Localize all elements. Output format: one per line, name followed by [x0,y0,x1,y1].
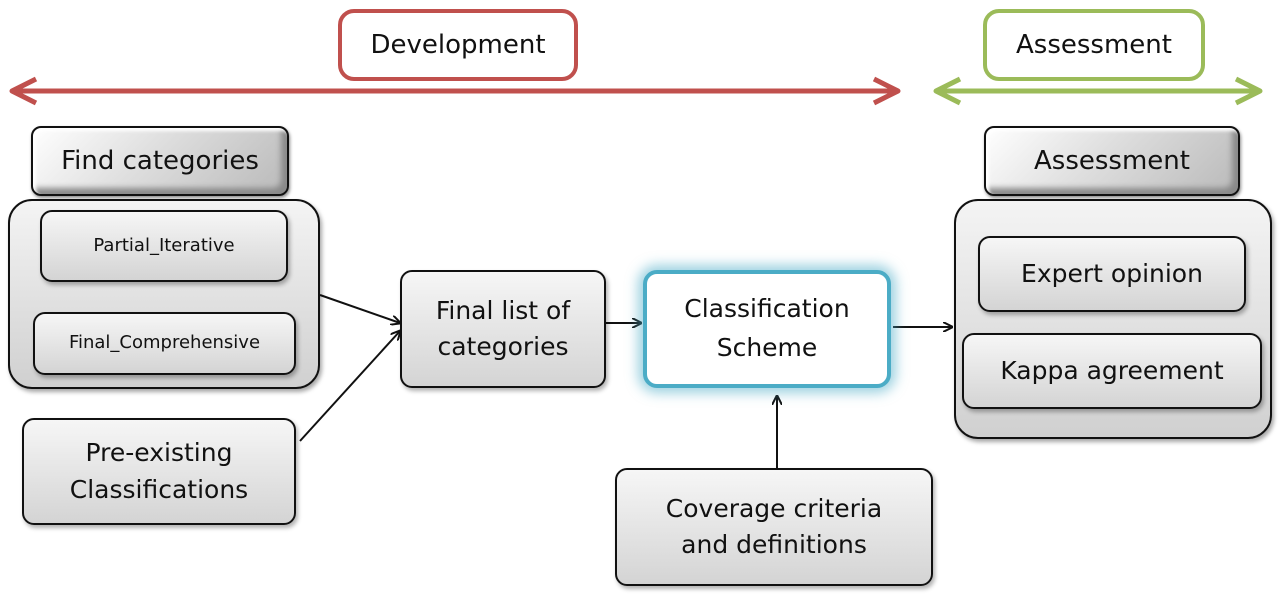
development-phase-label: Development [338,9,578,81]
final-list-box: Final list of categories [400,270,606,388]
expert-opinion-box: Expert opinion [978,236,1246,312]
find-categories-title: Find categories [31,126,289,196]
kappa-agreement-box: Kappa agreement [962,333,1262,409]
development-span-arrow [9,76,901,106]
final-comprehensive-box: Final_Comprehensive [33,312,296,375]
pre-existing-classifications-box: Pre-existing Classifications [22,418,296,525]
assessment-span-arrow [933,76,1263,106]
arrow-find-to-finallist [319,294,400,323]
partial-iterative-box: Partial_Iterative [40,210,288,282]
arrow-preexisting-to-finallist [299,331,400,442]
assessment-phase-label: Assessment [983,9,1205,81]
coverage-criteria-box: Coverage criteria and definitions [615,468,933,586]
assessment-title: Assessment [984,126,1240,196]
classification-scheme-box: Classification Scheme [643,270,891,388]
